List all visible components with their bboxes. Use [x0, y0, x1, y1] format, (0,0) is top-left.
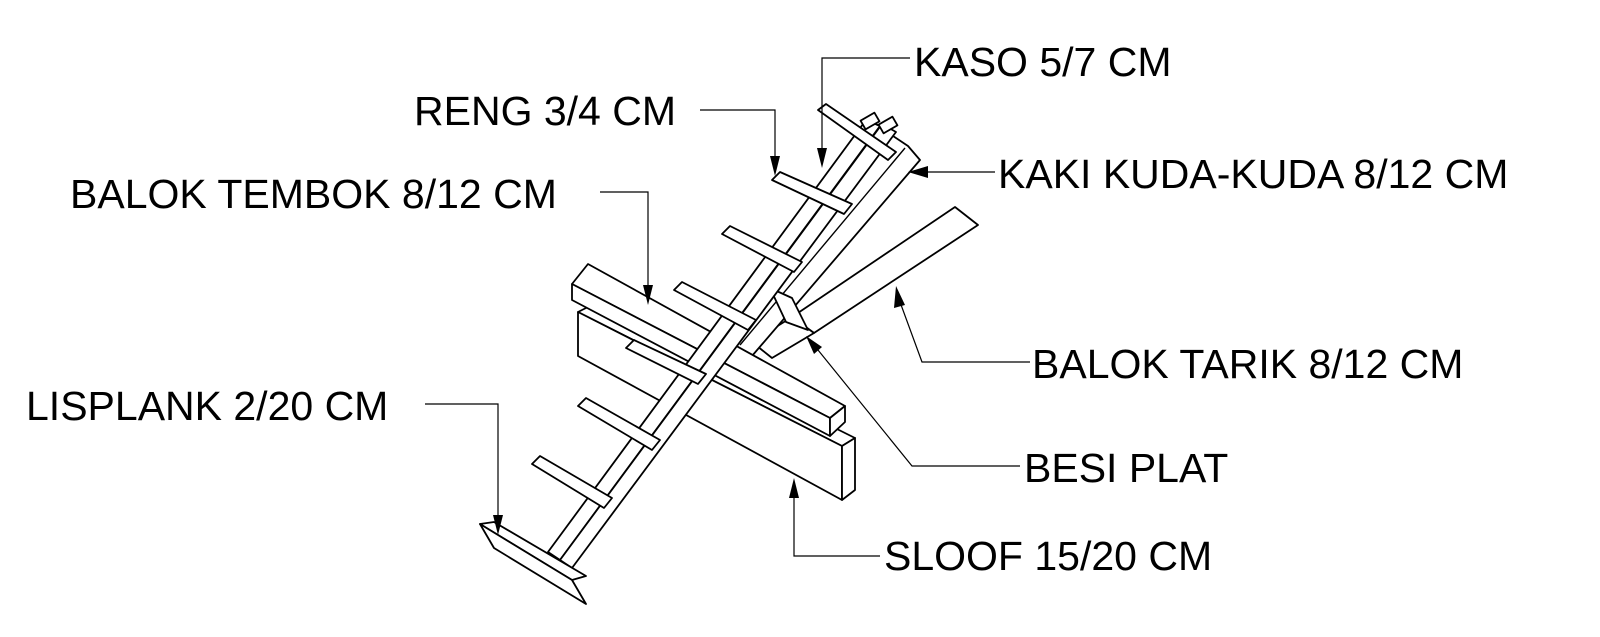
label-reng: RENG 3/4 CM: [414, 88, 676, 134]
leader-kaki-kuda-kuda: [908, 166, 995, 178]
lisplank-board: [479, 521, 587, 605]
label-kaso: KASO 5/7 CM: [914, 39, 1171, 85]
leader-besi-plat: [806, 336, 1020, 467]
leader-reng: [700, 109, 780, 176]
leader-balok-tarik: [894, 286, 1030, 363]
leader-sloof: [789, 478, 880, 557]
label-lisplank: LISPLANK 2/20 CM: [26, 383, 388, 429]
leader-kaso: [817, 57, 910, 168]
label-kaki-kuda-kuda: KAKI KUDA-KUDA 8/12 CM: [998, 151, 1508, 197]
label-balok-tarik: BALOK TARIK 8/12 CM: [1032, 341, 1463, 387]
reng-battens: [531, 103, 897, 509]
leader-balok-tembok: [600, 191, 653, 305]
leader-lisplank: [425, 403, 503, 535]
label-besi-plat: BESI PLAT: [1024, 445, 1228, 491]
label-balok-tembok: BALOK TEMBOK 8/12 CM: [70, 171, 557, 217]
label-sloof: SLOOF 15/20 CM: [884, 533, 1212, 579]
